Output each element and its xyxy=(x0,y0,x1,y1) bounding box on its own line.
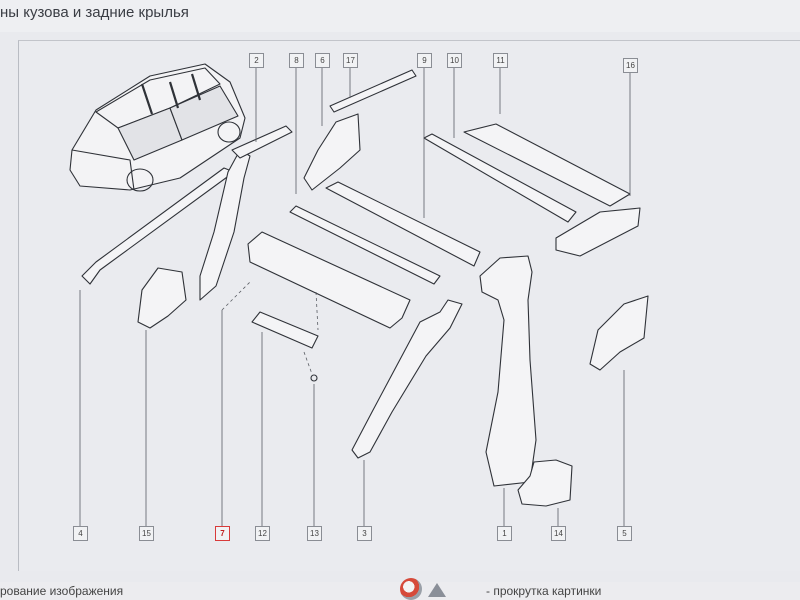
callout-6[interactable]: 6 xyxy=(315,53,330,68)
callout-10[interactable]: 10 xyxy=(447,53,462,68)
callout-17[interactable]: 17 xyxy=(343,53,358,68)
callout-2[interactable]: 2 xyxy=(249,53,264,68)
footer-scroll-hint: - прокрутка картинки xyxy=(486,584,602,598)
callout-8[interactable]: 8 xyxy=(289,53,304,68)
callout-9[interactable]: 9 xyxy=(417,53,432,68)
car-illustration xyxy=(69,63,246,192)
callout-3[interactable]: 3 xyxy=(357,526,372,541)
callout-5[interactable]: 5 xyxy=(617,526,632,541)
page-title: ны кузова и задние крылья xyxy=(0,4,189,21)
callout-11[interactable]: 11 xyxy=(493,53,508,68)
page-header: ны кузова и задние крылья xyxy=(0,0,800,32)
callout-7[interactable]: 7 xyxy=(215,526,230,541)
callout-14[interactable]: 14 xyxy=(551,526,566,541)
callout-1[interactable]: 1 xyxy=(497,526,512,541)
footer-zoom-hint: рование изображения xyxy=(0,584,124,598)
zoom-scroll-icon xyxy=(400,578,422,600)
arrow-icon xyxy=(428,583,446,597)
callout-13[interactable]: 13 xyxy=(307,526,322,541)
callout-12[interactable]: 12 xyxy=(255,526,270,541)
callout-15[interactable]: 15 xyxy=(139,526,154,541)
callout-16[interactable]: 16 xyxy=(623,58,638,73)
callout-4[interactable]: 4 xyxy=(73,526,88,541)
